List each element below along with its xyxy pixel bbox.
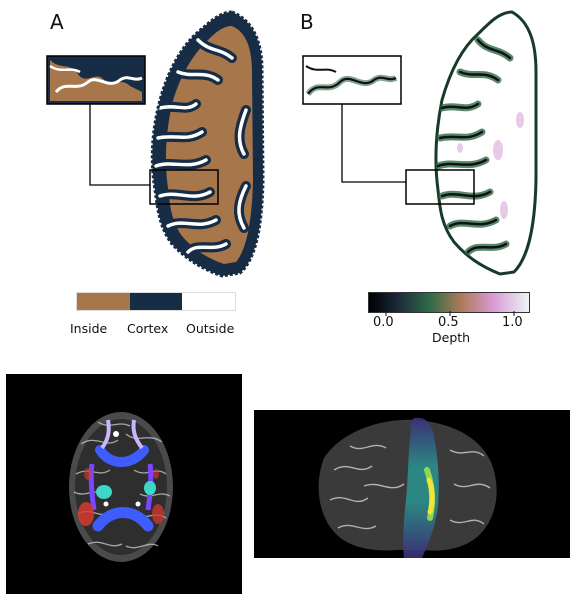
legend-label-inside: Inside	[70, 321, 108, 336]
depth-colorbar	[368, 292, 530, 313]
depth-colorbar-ticks	[385, 311, 515, 316]
depth-zoom-connector-line	[341, 104, 406, 183]
coronal-overlay-image	[254, 410, 570, 558]
depth-colorbar-title: Depth	[432, 330, 471, 345]
zoom-connector-line	[89, 104, 150, 186]
depth-figure	[302, 10, 538, 276]
legend-swatch-inside	[77, 293, 130, 310]
depth-tick-1: 0.5	[438, 315, 459, 330]
depth-tick-2: 1.0	[502, 315, 523, 330]
depth-hemisphere-outline	[434, 10, 538, 276]
zoom-inset	[46, 55, 146, 105]
legend-label-outside: Outside	[186, 321, 235, 336]
axial-tract-image	[6, 374, 242, 594]
tract-overlay	[403, 417, 439, 558]
panel-a-letter: A	[50, 10, 64, 34]
segmentation-legend	[76, 292, 236, 311]
zoom-region-box	[149, 169, 219, 205]
legend-swatch-cortex	[129, 293, 183, 310]
segmentation-figure	[46, 10, 265, 278]
legend-swatch-outside	[182, 293, 236, 310]
depth-zoom-inset	[302, 55, 402, 105]
panel-b-letter: B	[300, 10, 314, 34]
depth-zoom-region-box	[405, 169, 475, 205]
depth-tick-0: 0.0	[373, 315, 394, 330]
legend-label-cortex: Cortex	[127, 321, 169, 336]
